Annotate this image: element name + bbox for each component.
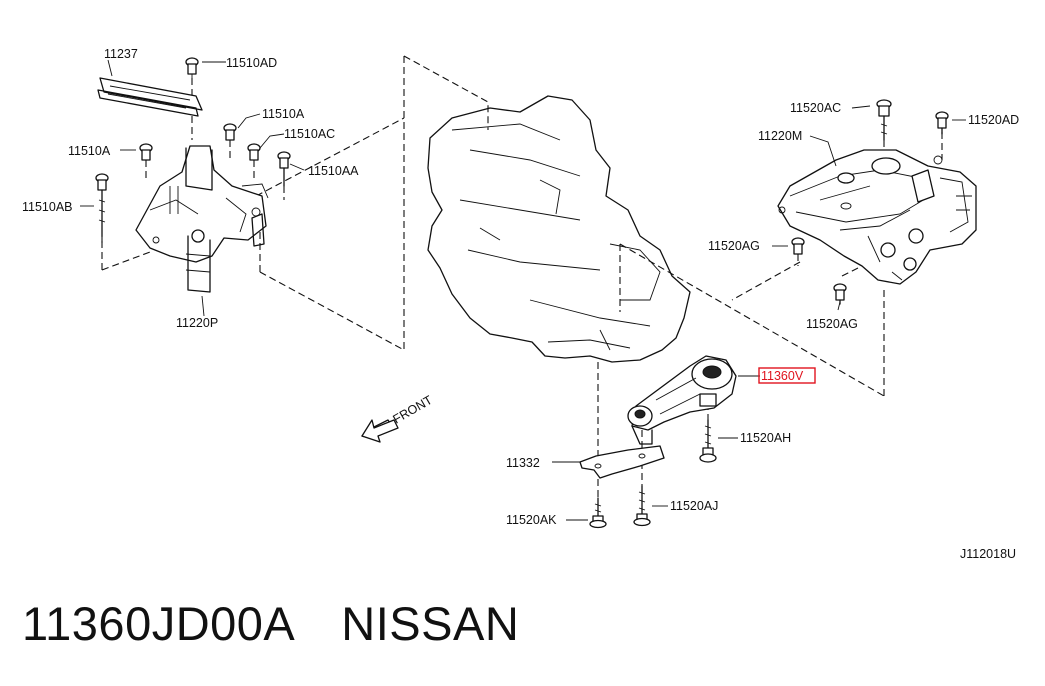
label-11510AA: 11510AA [308, 164, 359, 178]
bolt-11520AH [699, 419, 717, 463]
label-11520AH: 11520AH [740, 431, 791, 445]
bolt-11510A-left [139, 143, 153, 161]
label-11510AB: 11510AB [22, 200, 73, 214]
torque-rod-11360V [627, 355, 737, 445]
brand-name: NISSAN [341, 597, 520, 650]
engine-outline [427, 95, 691, 363]
bolt-11510AB [95, 173, 109, 237]
label-11520AG-bottom: 11520AG [806, 317, 858, 331]
diagram-code: J112018U [960, 547, 1016, 561]
caption: 11360JD00A NISSAN [22, 596, 565, 651]
label-11520AD: 11520AD [968, 113, 1019, 127]
label-11237: 11237 [104, 47, 138, 61]
front-label: FRONT [391, 393, 436, 427]
part-number: 11360JD00A [22, 597, 296, 650]
bracket-11237 [97, 77, 203, 117]
front-arrow-icon [361, 419, 399, 443]
highlight-box-11360V [758, 367, 816, 384]
label-11510A-right: 11510A [262, 107, 305, 121]
label-11510AD: 11510AD [226, 56, 277, 70]
bolt-11510AD [185, 57, 199, 80]
bolt-11520AD [935, 111, 949, 135]
label-11510A-left: 11510A [68, 144, 111, 158]
label-11332: 11332 [506, 456, 540, 470]
bolt-11520AC [876, 99, 892, 141]
bolt-11510AA [277, 151, 291, 187]
assembly-guide-lines [101, 55, 943, 498]
bracket-11332 [579, 445, 665, 479]
bolt-11510A-right [223, 123, 237, 141]
bolt-11520AG-bottom [833, 283, 847, 305]
bolt-11520AJ [633, 485, 651, 527]
label-11520AK: 11520AK [506, 513, 557, 527]
leader-lines [80, 59, 966, 521]
mount-bracket-11220P [135, 145, 269, 293]
bolt-11520AK [589, 497, 607, 529]
mount-bracket-11220M [777, 149, 977, 285]
bolt-11520AG-top [791, 237, 805, 255]
label-11360V: 11360V [761, 369, 804, 383]
label-11510AC: 11510AC [284, 127, 335, 141]
label-11520AC: 11520AC [790, 101, 841, 115]
label-11220P: 11220P [176, 316, 218, 330]
label-11220M: 11220M [758, 129, 802, 143]
label-11520AJ: 11520AJ [670, 499, 718, 513]
label-11520AG-top: 11520AG [708, 239, 760, 253]
bolt-11510AC [247, 143, 261, 161]
